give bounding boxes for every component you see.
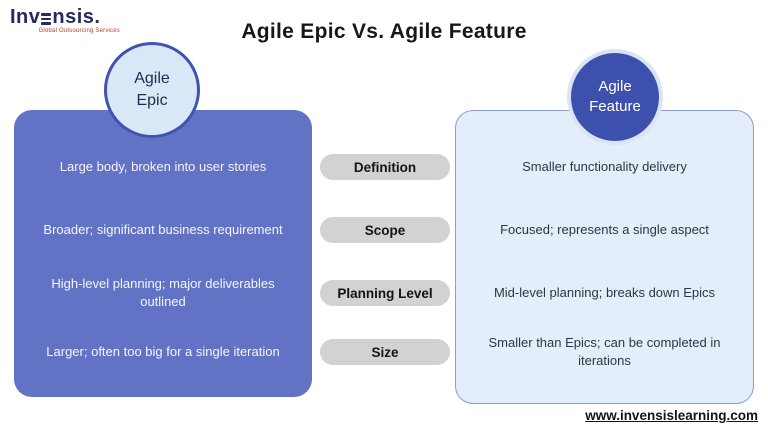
website-link[interactable]: www.invensislearning.com (585, 408, 758, 423)
agile-feature-panel (455, 110, 754, 404)
agile-feature-badge: Agile Feature (567, 49, 663, 145)
feature-planning-level-cell: Mid-level planning; breaks down Epics (493, 285, 716, 301)
criterion-pill-planning-level: Planning Level (320, 280, 450, 306)
logo-e-glyph (41, 13, 52, 25)
feature-definition-cell: Smaller functionality delivery (522, 159, 687, 175)
logo-wordmark: Inv nsis. (10, 7, 120, 27)
criterion-pill-definition: Definition (320, 154, 450, 180)
logo-text-suffix: nsis. (52, 6, 101, 28)
logo-tagline: Global Outsourcing Services (38, 28, 120, 34)
criterion-pill-scope: Scope (320, 217, 450, 243)
epic-size-cell: Larger; often too big for a single itera… (46, 344, 280, 360)
agile-epic-panel (14, 110, 312, 397)
epic-definition-cell: Large body, broken into user stories (59, 159, 267, 175)
invensis-logo: Inv nsis. Global Outsourcing Services (10, 7, 120, 34)
agile-epic-badge-line2: Epic (136, 92, 168, 109)
page-title: Agile Epic Vs. Agile Feature (241, 20, 527, 43)
criterion-pill-size: Size (320, 339, 450, 365)
agile-feature-badge-line2: Feature (589, 98, 641, 115)
agile-epic-badge-line1: Agile (134, 70, 170, 88)
epic-scope-cell: Broader; significant business requiremen… (43, 222, 283, 238)
feature-scope-cell: Focused; represents a single aspect (500, 222, 709, 238)
epic-planning-level-cell: High-level planning; major deliverables … (51, 276, 275, 309)
agile-epic-badge: Agile Epic (104, 42, 200, 138)
logo-text-prefix: Inv (10, 6, 41, 28)
feature-size-cell: Smaller than Epics; can be completed in … (488, 335, 721, 368)
agile-feature-badge-line1: Agile (598, 77, 632, 95)
